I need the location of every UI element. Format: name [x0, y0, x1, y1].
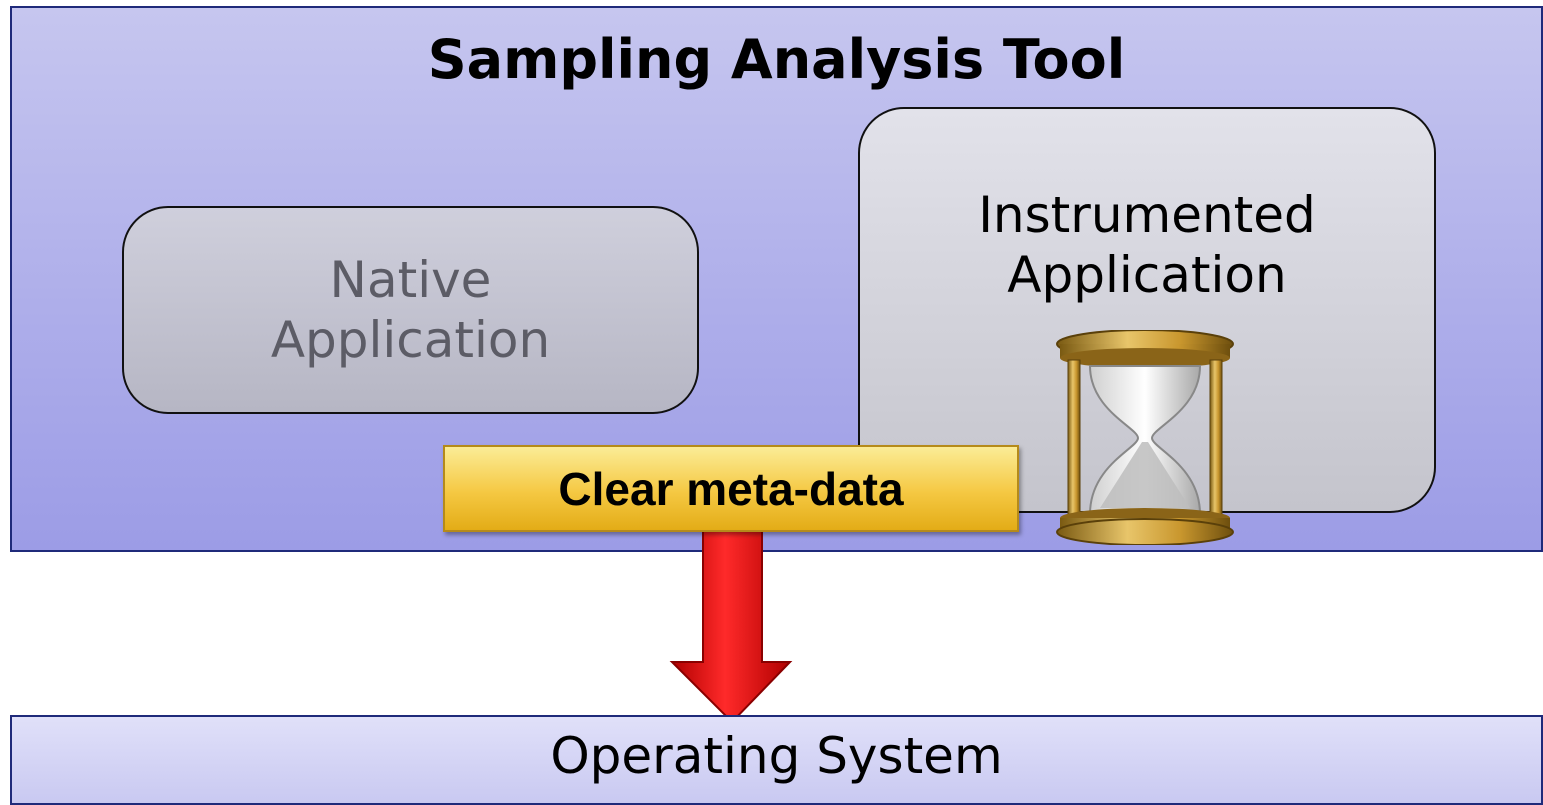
clear-metadata-button[interactable]: Clear meta-data — [443, 445, 1019, 532]
tool-title: Sampling Analysis Tool — [427, 28, 1126, 91]
instrumented-app-line1: Instrumented — [978, 186, 1316, 244]
instrumented-app-line2: Application — [1007, 246, 1287, 304]
native-application-box: Native Application — [122, 206, 699, 414]
hourglass-icon — [1056, 330, 1234, 545]
native-app-line2: Application — [270, 311, 551, 369]
operating-system-label: Operating System — [550, 727, 1003, 785]
native-app-line1: Native — [329, 251, 492, 309]
